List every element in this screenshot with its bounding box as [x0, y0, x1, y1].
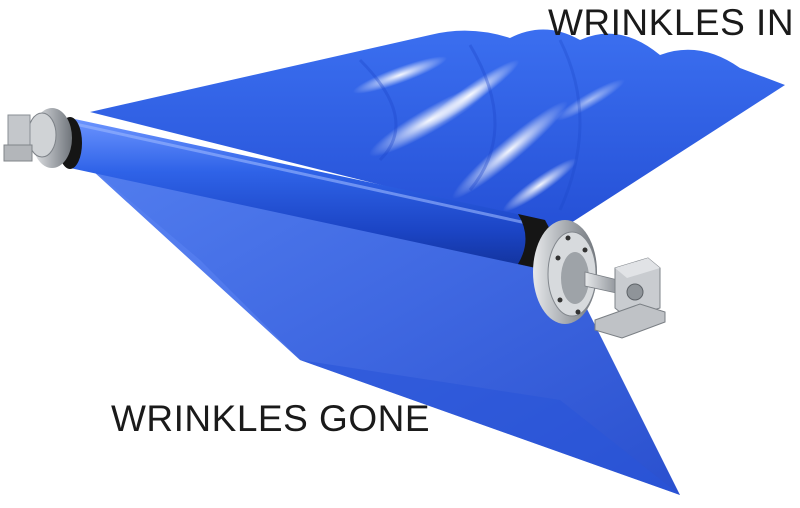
smooth-film-sheet	[70, 150, 680, 495]
label-wrinkles-gone: WRINKLES GONE	[111, 398, 430, 439]
label-wrinkles-in: WRINKLES IN	[548, 2, 795, 43]
bearing-block-left	[3, 108, 72, 168]
bearing-block-right	[594, 257, 666, 339]
wrinkled-film-sheet	[90, 29, 785, 231]
end-cap-right	[533, 220, 597, 324]
